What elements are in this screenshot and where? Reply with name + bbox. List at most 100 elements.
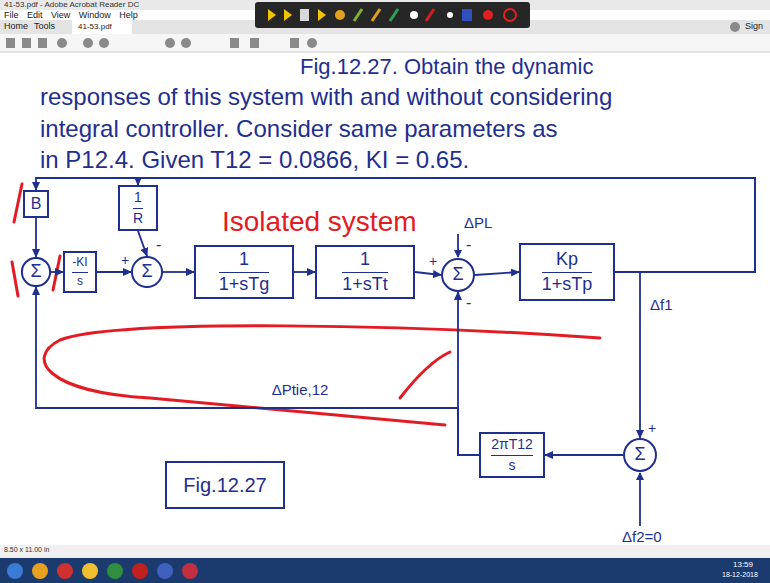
- node-label: Σ: [141, 262, 152, 282]
- node-content: 1R: [133, 190, 143, 226]
- node-content: Σ: [141, 262, 152, 282]
- node-content: 2πT12s: [491, 437, 533, 473]
- problem-text: responses of this system with and withou…: [40, 83, 612, 111]
- signal-name: Δf1: [650, 296, 673, 313]
- sign-mark: -: [156, 236, 161, 254]
- node-label: Kp: [556, 250, 578, 270]
- fraction-bar: [133, 208, 143, 209]
- node-denominator: 1+sTg: [219, 275, 270, 295]
- drawing-part: [107, 563, 123, 579]
- drawing-part: [7, 563, 198, 579]
- node-denominator: s: [508, 458, 515, 473]
- drawing-part: [7, 563, 23, 579]
- signal-connector: [51, 271, 63, 273]
- drawing-part: [307, 38, 317, 48]
- bias-box: B: [23, 190, 49, 218]
- drawing-part: [182, 563, 198, 579]
- fraction-bar: [342, 272, 388, 273]
- drawing-part: [426, 9, 434, 21]
- node-label: 1: [134, 190, 142, 205]
- junction-circle: [624, 439, 656, 471]
- drawing-part: [639, 473, 641, 526]
- tab-label: Home: [4, 21, 28, 31]
- drawing-part: [0, 34, 770, 52]
- node-content: Fig.12.27: [183, 474, 266, 496]
- fraction-bar: [542, 272, 593, 273]
- drawing-part: [32, 563, 48, 579]
- summing-junction: Σ: [21, 257, 51, 287]
- drawing-part: [290, 38, 299, 48]
- drawing-part: [483, 10, 493, 20]
- drawing-part: [53, 256, 60, 290]
- signal-connector: [35, 218, 37, 257]
- signal-connector: [458, 292, 479, 455]
- signal-connector: [415, 272, 441, 275]
- node-content: B: [31, 195, 42, 213]
- node-denominator: R: [133, 211, 143, 226]
- sign-button: Sign: [745, 21, 763, 31]
- node-content: Σ: [452, 265, 463, 285]
- node-label: Σ: [30, 262, 41, 282]
- drawing-part: [447, 12, 453, 18]
- signal-name: ΔPL: [464, 214, 492, 231]
- node-content: Σ: [634, 445, 645, 465]
- drawing-part: [462, 9, 472, 21]
- signal-connector: [138, 231, 147, 256]
- turbine-box: 11+sTt: [315, 245, 415, 300]
- fraction-bar: [219, 272, 270, 273]
- drawing-part: [400, 352, 450, 398]
- drawing-part: [57, 563, 73, 579]
- node-denominator: 1+sTt: [342, 275, 388, 295]
- tie-line-box: 2πT12s: [479, 432, 545, 478]
- drawing-part: [300, 9, 309, 21]
- node-label: Σ: [452, 265, 463, 285]
- drawing-part: [0, 545, 770, 558]
- node-content: 1 1+sTg: [219, 250, 270, 295]
- node-denominator: 1+sTp: [542, 275, 593, 295]
- fraction-bar: [491, 455, 533, 456]
- drawing-part: [372, 9, 380, 21]
- drawing-part: [82, 563, 98, 579]
- node-label: 1: [239, 250, 249, 270]
- node-denominator: s: [77, 275, 83, 288]
- page-size: 8.50 x 11.00 in: [4, 546, 49, 554]
- tab-label: Tools: [34, 21, 55, 31]
- drawing-part: [99, 38, 109, 48]
- summing-junction: Σ: [623, 438, 657, 472]
- drawing-part: [6, 38, 15, 48]
- drawing-part: [72, 20, 132, 34]
- signal-connector: [475, 272, 519, 275]
- integral-box: -KIs: [63, 251, 97, 292]
- drawing-part: [318, 9, 326, 21]
- drawing-part: [165, 38, 175, 48]
- drawing-part: [504, 9, 516, 21]
- summing-junction: Σ: [441, 258, 475, 292]
- drawing-part: [157, 563, 173, 579]
- junction-circle: [22, 258, 50, 286]
- problem-text: Fig.12.27. Obtain the dynamic: [300, 54, 594, 79]
- sign-mark: -: [466, 294, 471, 312]
- drawing-part: [230, 38, 239, 48]
- drawing-part: [390, 9, 398, 21]
- drawing-part: [255, 2, 530, 28]
- drawing-part: [0, 52, 770, 53]
- signal-connector: [163, 271, 194, 273]
- clock-date: 18-12-2018: [722, 571, 758, 579]
- droop-box: 1R: [118, 185, 158, 231]
- node-label: Σ: [634, 445, 645, 465]
- junction-circle: [442, 259, 474, 291]
- drawing-part: [57, 38, 67, 48]
- node-content: Kp 1+sTp: [542, 250, 593, 295]
- drawing-part: [38, 38, 47, 48]
- node-content: 11+sTt: [342, 250, 388, 295]
- drawing-part: [250, 38, 259, 48]
- signal-connector: [294, 271, 315, 273]
- drawing-part: [181, 38, 191, 48]
- sign-mark: -: [466, 236, 471, 254]
- drawing-part: [132, 563, 148, 579]
- drawing-part: [14, 184, 22, 222]
- window-title: 41-53.pdf - Adobe Acrobat Reader DC: [4, 0, 139, 9]
- document-tab: 41-53.pdf: [78, 22, 112, 31]
- sign-mark: +: [121, 252, 129, 268]
- drawing-part: [457, 234, 459, 257]
